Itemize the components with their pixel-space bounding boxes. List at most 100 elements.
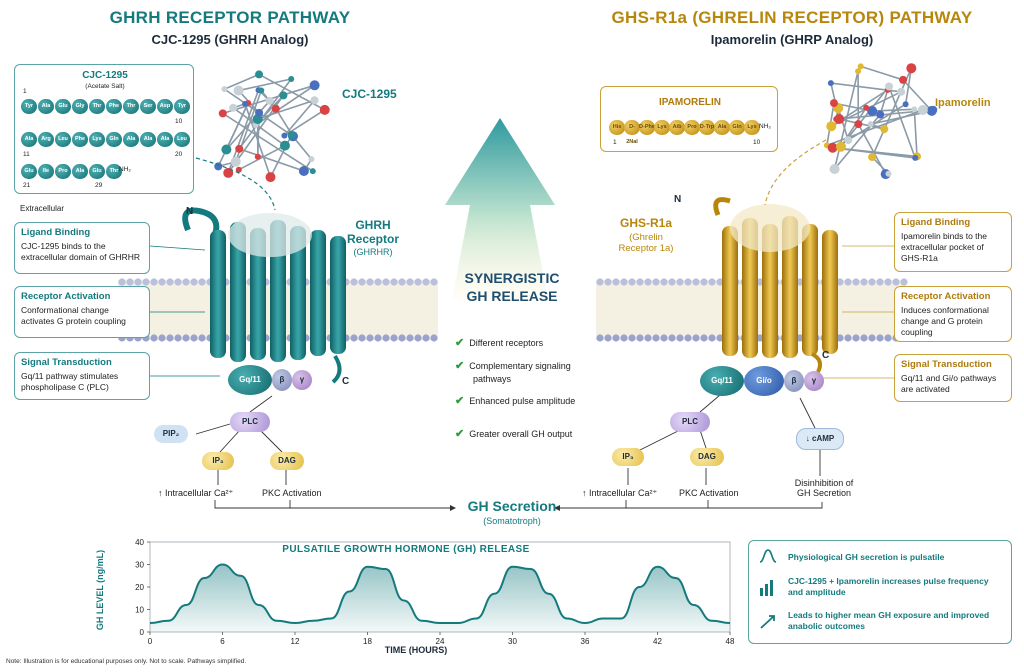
left-gq11-subunit: Gq/11 [228, 365, 272, 395]
left-beta-subunit: β [272, 369, 292, 391]
cjc-index-10: 10 [175, 118, 183, 125]
x-tick-label: 18 [363, 637, 372, 646]
molecule-atom [844, 136, 853, 145]
ipa-nh2: NH₂ [759, 123, 771, 130]
molecule-atom [857, 63, 864, 70]
left-step-ligand-binding: Ligand Binding CJC-1295 binds to the ext… [14, 222, 150, 274]
x-tick-label: 6 [220, 637, 225, 646]
lipid-head [636, 278, 644, 286]
right-disinhibition: Disinhibition of GH Secretion [794, 478, 854, 498]
lipid-head [118, 278, 126, 286]
molecule-atom [235, 144, 244, 153]
molecule-atom [911, 106, 918, 113]
molecule-atom [906, 63, 917, 74]
amino-acid-bead: Ile [38, 164, 54, 179]
molecule-atom [319, 104, 330, 115]
lipid-head [158, 334, 166, 342]
chart-ylabel: GH LEVEL (ng/mL) [95, 549, 105, 631]
lipid-head [612, 278, 620, 286]
ghsr-c-terminus: C [822, 350, 830, 361]
amino-acid-bead: Leu [55, 132, 71, 147]
lipid-head [198, 334, 206, 342]
molecule-atom [229, 103, 238, 112]
lipid-head [684, 278, 692, 286]
molecule-atom [223, 167, 234, 178]
lipid-head [350, 278, 358, 286]
left-gamma-subunit: γ [292, 370, 312, 390]
ghrh-n-terminus: N [186, 206, 194, 217]
lipid-head [596, 334, 604, 342]
lipid-head [644, 334, 652, 342]
molecule-atom [309, 168, 316, 175]
lipid-head [860, 334, 868, 342]
molecule-bond [832, 146, 916, 159]
ipa-index-10: 10 [753, 139, 761, 146]
lipid-head [628, 278, 636, 286]
gh-secretion-label: GH Secretion [467, 498, 557, 514]
amino-acid-bead: Ala [140, 132, 156, 147]
amino-acid-bead: D-2Nal [624, 120, 640, 145]
molecule-atom [221, 86, 228, 93]
amino-acid-bead: Thr [89, 99, 105, 114]
amino-acid-bead: Gln [106, 132, 122, 147]
molecule-atom [867, 106, 878, 117]
pulse-wave-icon [759, 549, 777, 563]
molecule-atom [308, 156, 315, 163]
lipid-head [876, 278, 884, 286]
lipid-head [422, 278, 430, 286]
x-tick-label: 36 [581, 637, 590, 646]
lipid-head [604, 278, 612, 286]
right-plc: PLC [670, 412, 710, 432]
lipid-head [652, 334, 660, 342]
gh-info-box [748, 540, 1012, 644]
lipid-head [620, 278, 628, 286]
molecule-bond [222, 112, 314, 172]
amino-acid-bead: Tyr [174, 99, 190, 114]
lipid-head [844, 334, 852, 342]
lipid-head [868, 334, 876, 342]
molecule-atom [258, 87, 265, 94]
molecule-atom [279, 91, 288, 100]
left-dag: DAG [270, 452, 304, 470]
molecule-atom [912, 154, 919, 161]
info-increases: CJC-1295 + Ipamorelin increases pulse fr… [788, 576, 989, 598]
ipa-card-title: IPAMORELIN [658, 97, 722, 108]
lipid-head [756, 334, 764, 342]
lipid-head [852, 278, 860, 286]
molecule-atom [271, 104, 280, 113]
amino-acid-bead: Ala [714, 120, 730, 135]
ghsr-receptor-label: GHS-R1a (Ghrelin Receptor 1a) [618, 216, 674, 254]
lipid-head [892, 278, 900, 286]
lipid-head [604, 334, 612, 342]
lipid-head [126, 278, 134, 286]
ghrh-receptor-helices [182, 207, 346, 384]
amino-acid-bead: Glu [21, 164, 37, 179]
chart-title: PULSATILE GROWTH HORMONE (GH) RELEASE [282, 544, 530, 555]
amino-acid-bead: Asp [157, 99, 173, 114]
right-step-signal-transduction: Signal Transduction Gq/11 and Gi/o pathw… [894, 354, 1012, 402]
right-camp: ↓ cAMP [796, 428, 844, 450]
lipid-head [158, 278, 166, 286]
molecule-bond [224, 73, 260, 90]
lipid-head [414, 334, 422, 342]
somatotroph-label: (Somatotroph) [483, 516, 541, 526]
ipa-index-1: 1 [613, 139, 617, 146]
lipid-head [398, 334, 406, 342]
molecule-atom [230, 156, 241, 167]
molecule-atom [255, 108, 264, 117]
molecule-atom [899, 75, 908, 84]
molecule-atom [917, 104, 928, 115]
cjc-1295-molecule [214, 70, 330, 183]
amino-acid-bead: Glu [89, 164, 105, 179]
lipid-head [668, 278, 676, 286]
right-pkc-activation: PKC Activation [679, 488, 739, 498]
molecule-atom [218, 109, 227, 118]
molecule-atom [235, 166, 242, 173]
lipid-head [150, 278, 158, 286]
molecule-atom [833, 116, 840, 123]
lipid-head [620, 334, 628, 342]
molecule-atom [242, 100, 249, 107]
